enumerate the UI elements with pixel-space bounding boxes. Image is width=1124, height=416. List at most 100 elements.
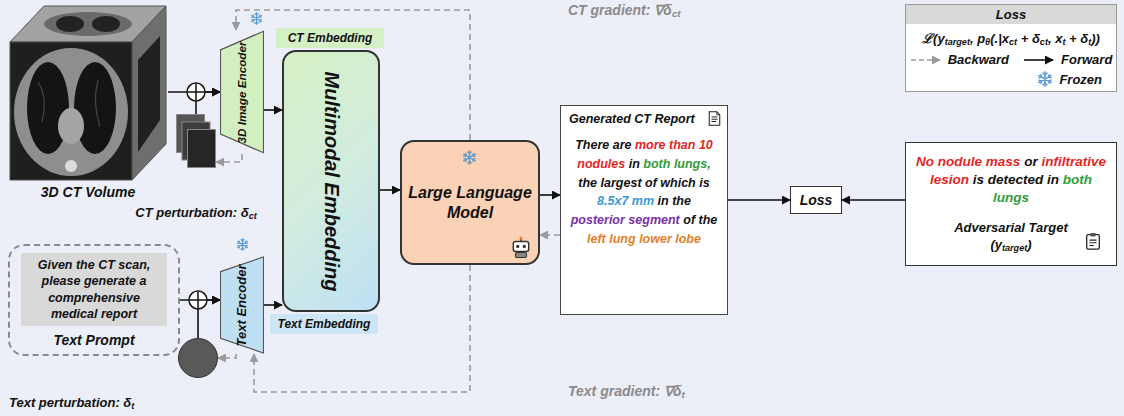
encoder-outline — [220, 31, 263, 153]
robot-icon — [510, 236, 532, 258]
backward-arrow — [218, 354, 236, 358]
forward-arrow — [380, 189, 400, 191]
text-run: is — [973, 172, 984, 187]
multimodal-label: Multimodal Embedding — [320, 71, 343, 291]
gradient-label: CT gradient: ∇δct — [566, 2, 683, 18]
ct-volume-image — [8, 2, 168, 182]
target-label: Adversarial Target (ytarget) — [941, 220, 1081, 254]
text-run: No — [916, 154, 934, 169]
text-run: more — [635, 138, 666, 152]
subscript: target — [945, 37, 970, 47]
add-symbol — [187, 83, 205, 101]
report-box: Generated CT ReportThere are more than 1… — [560, 105, 728, 315]
band-label: CT Embedding — [288, 31, 373, 45]
text-run: lungs, — [674, 157, 711, 171]
document-icon — [707, 110, 722, 127]
perturbation-image — [176, 114, 216, 170]
forward-arrow — [842, 199, 905, 201]
report-title: Generated CT Report — [569, 112, 719, 126]
legend-label: Backward — [948, 52, 1009, 67]
legend-line-sample — [1023, 55, 1055, 65]
text-run: There — [575, 138, 609, 152]
loss-formula: ℒ(ytarget, pθ(.|xct + δct, xt + δt)) — [906, 24, 1116, 50]
legend-label: Frozen — [1059, 72, 1102, 87]
text-encoder: Text Encoder — [220, 256, 264, 354]
subscript: ct — [1040, 37, 1048, 47]
text-run: lesion — [930, 172, 969, 187]
text-run: lobe — [675, 232, 701, 246]
target-box: No nodule mass or infiltrative lesion is… — [905, 142, 1117, 266]
legend-frozen-use — [1039, 72, 1051, 86]
backward-arrow — [216, 154, 242, 162]
text-run: or — [1024, 154, 1038, 169]
legend-line — [911, 59, 940, 61]
text-run: of — [683, 213, 695, 227]
band-label: Text Embedding — [278, 317, 371, 331]
text-run: largest — [601, 176, 642, 190]
subscript: t — [681, 389, 684, 400]
text-run: both — [643, 157, 670, 171]
forward-arrow — [540, 194, 560, 196]
legend-row: Frozen — [906, 69, 1116, 87]
text-run: in — [1047, 172, 1059, 187]
text-run: segment — [628, 213, 679, 227]
forward-arrow — [264, 109, 282, 111]
text-run: is — [699, 176, 709, 190]
llm-label: Large Language Model — [406, 183, 534, 223]
text-run: mm — [632, 194, 654, 208]
subscript: t — [1088, 37, 1091, 47]
legend-label: Forward — [1061, 52, 1112, 67]
text-run: of — [645, 176, 657, 190]
legend-line — [1024, 59, 1053, 61]
llm-box: Large Language Model — [400, 140, 540, 265]
text-run: nodules — [577, 157, 625, 171]
subscript: t — [1062, 37, 1065, 47]
forward-arrow — [728, 199, 790, 201]
target-text: No nodule mass or infiltrative lesion is… — [916, 153, 1106, 208]
frozen-icon — [462, 150, 477, 165]
text-run: than — [669, 138, 695, 152]
text-run: lungs — [993, 190, 1029, 205]
frozen-icon-use — [464, 151, 476, 165]
report-body: There are more than 10 nodules in both l… — [569, 136, 719, 249]
text-run: both — [1063, 172, 1092, 187]
ct-embedding-band: CT Embedding — [276, 28, 384, 48]
text-run: the — [578, 176, 597, 190]
text-run: mass — [986, 154, 1021, 169]
text-run: in — [629, 157, 640, 171]
text-run: 10 — [699, 138, 713, 152]
text-run: detected — [988, 172, 1044, 187]
subscript: ct — [1009, 37, 1017, 47]
forward-arrow — [264, 304, 282, 306]
backward-arrow — [540, 234, 560, 236]
robot-icon-use — [513, 236, 528, 257]
text-prompt-box: Given the CT scan, please generate a com… — [8, 244, 180, 356]
add-symbol — [189, 291, 207, 309]
prompt-label: Text Prompt — [53, 332, 134, 348]
perturbation-label: CT perturbation: δct — [135, 205, 256, 220]
subscript: ct — [672, 8, 681, 19]
ct-volume-image-use — [10, 6, 166, 180]
text-run: 8.5x7 — [597, 194, 628, 208]
text-run: are — [613, 138, 632, 152]
text-run: lung — [609, 232, 635, 246]
legend-title: Loss — [906, 5, 1116, 24]
ct-perturbation: CT perturbation: δct — [176, 114, 216, 170]
subscript: θ — [985, 37, 990, 47]
subscript: ct — [249, 211, 257, 221]
frozen-icon — [237, 239, 247, 251]
prompt-text: Given the CT scan, please generate a com… — [21, 253, 167, 326]
ct-volume: 3D CT Volume — [8, 2, 168, 182]
loss-label: Loss — [800, 192, 833, 208]
multimodal-box: Multimodal Embedding — [282, 50, 380, 312]
clipboard-icon — [1084, 231, 1102, 251]
text-run: infiltrative — [1041, 154, 1106, 169]
encoder-label: Text Encoder — [235, 264, 250, 346]
subscript: target — [1002, 243, 1027, 253]
text-run: the — [699, 213, 718, 227]
perturbation-image-use — [177, 115, 216, 168]
encoder-outline — [220, 257, 263, 353]
subscript: t — [131, 401, 134, 411]
image-encoder: 3D Image Encoder — [220, 30, 264, 154]
